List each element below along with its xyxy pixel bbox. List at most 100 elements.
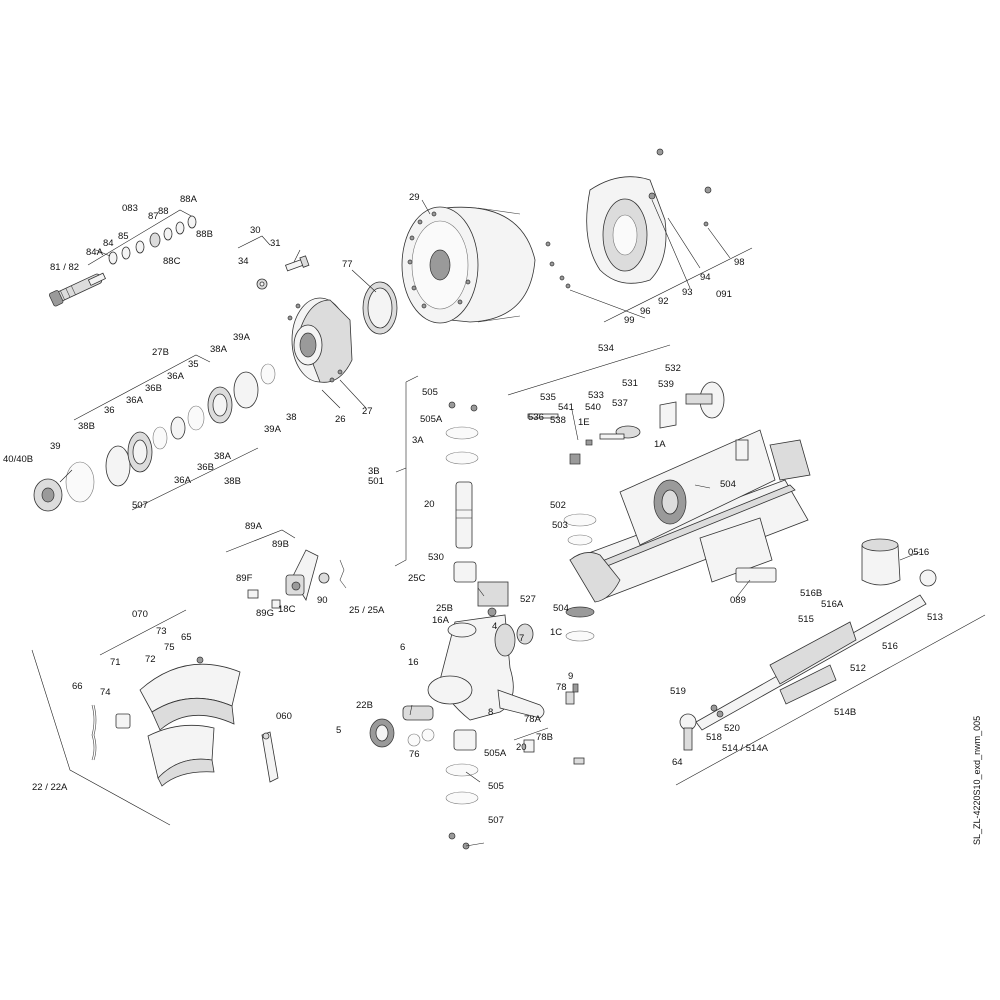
callout-label: 516A [821, 599, 844, 610]
leader-lines [59, 199, 921, 847]
callout-label: 530 [428, 552, 444, 563]
callout-label: 89B [272, 539, 289, 550]
callout-label: 538 [550, 415, 566, 426]
callout-label: 514B [834, 707, 856, 718]
callout-label: 504 [720, 479, 736, 490]
dust-shield [545, 148, 712, 289]
callout-label: 31 [270, 238, 281, 249]
axle-beam [563, 429, 811, 642]
callout-label: 3B [368, 466, 380, 477]
callout-label: 507 [132, 500, 148, 511]
callout-label: 1A [654, 439, 666, 450]
callout-label: 535 [540, 392, 556, 403]
callout-label: 534 [598, 343, 614, 354]
slack-adjuster [247, 549, 347, 609]
callout-label: 505A [484, 748, 507, 759]
callout-label: 540 [585, 402, 601, 413]
callout-label: 531 [622, 378, 638, 389]
callout-label: 9 [568, 671, 573, 682]
callout-label: 512 [850, 663, 866, 674]
callout-label: 5 [336, 725, 341, 736]
callout-label: 1C [550, 627, 562, 638]
callout-label: 39A [264, 424, 282, 435]
callout-label: 84 [103, 238, 114, 249]
drawing-code: SL_ZL-4220S10_exd_nwm_005 [972, 716, 982, 845]
callout-label: 505 [422, 387, 438, 398]
callout-label: 88 [158, 206, 169, 217]
callout-label: 75 [164, 642, 175, 653]
callout-label: 30 [250, 225, 261, 236]
callout-label: 76 [409, 749, 420, 760]
brake-chamber [527, 381, 725, 465]
callout-label: 519 [670, 686, 686, 697]
callout-label: 88B [196, 229, 213, 240]
callout-label: 4 [492, 621, 497, 632]
callout-label: 88A [180, 194, 198, 205]
callout-label: 36A [174, 475, 192, 486]
callout-label: 36B [145, 383, 162, 394]
group-bracket-lines [31, 209, 986, 826]
callout-label: 503 [552, 520, 568, 531]
callout-label: 96 [640, 306, 651, 317]
callout-label: 513 [927, 612, 943, 623]
callout-label: 516 [882, 641, 898, 652]
callout-label: 36A [126, 395, 144, 406]
callout-label: 16 [408, 657, 419, 668]
callout-label: 070 [132, 609, 148, 620]
brake-shoe [91, 656, 279, 787]
callout-label: 541 [558, 402, 574, 413]
callout-label: 38A [210, 344, 228, 355]
callout-label: 515 [798, 614, 814, 625]
callout-label: 25B [436, 603, 453, 614]
callout-label: 78 [556, 682, 567, 693]
callout-label: 92 [658, 296, 669, 307]
callout-label: 36B [197, 462, 214, 473]
callout-label: 89A [245, 521, 263, 532]
callout-label: 3A [412, 435, 424, 446]
callout-label: 64 [672, 757, 683, 768]
callout-label: 38 [286, 412, 297, 423]
callout-label: 71 [110, 657, 121, 668]
adjuster-shaft [48, 215, 197, 307]
callout-label: 39 [50, 441, 61, 452]
callout-labels: 083 88A 88 87 88B 85 84 84A 88C 81 / 82 … [3, 192, 982, 845]
callout-label: 507 [488, 815, 504, 826]
callout-label: 94 [700, 272, 711, 283]
callout-label: 87 [148, 211, 159, 222]
callout-label: 6 [400, 642, 405, 653]
callout-label: 65 [181, 632, 192, 643]
callout-label: 77 [342, 259, 353, 270]
bearing-stack [33, 363, 276, 512]
callout-label: 7 [519, 633, 524, 644]
callout-label: 29 [409, 192, 420, 203]
callout-label: 501 [368, 476, 384, 487]
callout-label: 25C [408, 573, 426, 584]
callout-label: 505A [420, 414, 443, 425]
callout-label: 36A [167, 371, 185, 382]
callout-label: 091 [716, 289, 732, 300]
callout-label: 0516 [908, 547, 929, 558]
callout-label: 26 [335, 414, 346, 425]
king-pin-set [445, 401, 479, 583]
callout-label: 36 [104, 405, 115, 416]
callout-label: 536 [528, 412, 544, 423]
callout-label: 533 [588, 390, 604, 401]
callout-label: 38B [78, 421, 95, 432]
callout-label: 504 [553, 603, 569, 614]
callout-label: 514 / 514A [722, 743, 769, 754]
callout-label: 38A [214, 451, 232, 462]
callout-label: 66 [72, 681, 83, 692]
callout-label: 18C [278, 604, 296, 615]
callout-label: 502 [550, 500, 566, 511]
callout-label: 22 / 22A [32, 782, 68, 793]
callout-label: 85 [118, 231, 129, 242]
brake-drum [401, 206, 536, 324]
callout-label: 518 [706, 732, 722, 743]
callout-label: 72 [145, 654, 156, 665]
callout-label: 22B [356, 700, 373, 711]
callout-label: 38B [224, 476, 241, 487]
callout-label: 84A [86, 247, 104, 258]
callout-label: 73 [156, 626, 167, 637]
callout-label: 39A [233, 332, 251, 343]
